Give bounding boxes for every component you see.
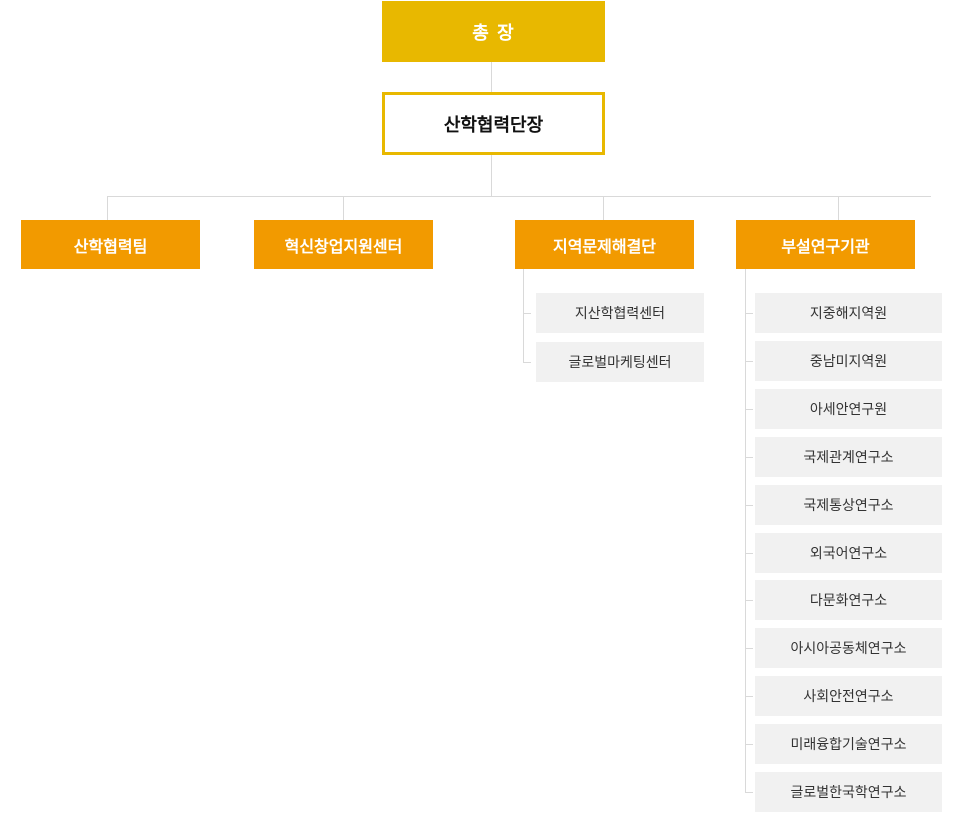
subunit-box: 아세안연구원 — [755, 388, 942, 429]
connector-dept-2 — [343, 196, 344, 220]
subunit-box: 외국어연구소 — [755, 532, 942, 573]
subunit-label: 국제통상연구소 — [803, 497, 894, 514]
subunit-connector — [745, 600, 753, 602]
subunit-connector — [745, 456, 753, 458]
department-box-industry-cooperation-team: 산학협력팀 — [21, 220, 200, 269]
department-label: 산학협력팀 — [73, 236, 148, 256]
subunit-connector — [745, 408, 753, 410]
subunit-box: 지중해지역원 — [755, 293, 942, 333]
subunit-connector — [745, 313, 753, 314]
subunit-box: 아시아공동체연구소 — [755, 628, 942, 669]
subunit-label: 다문화연구소 — [809, 593, 888, 610]
subunit-connector — [745, 792, 753, 793]
president-box: 총 장 — [382, 1, 605, 62]
subunit-connector — [745, 360, 753, 362]
subunit-label: 국제관계연구소 — [803, 449, 894, 466]
connector-dept-4 — [838, 196, 839, 220]
department-label: 지역문제해결단 — [552, 236, 657, 256]
subtree-line-3 — [523, 269, 524, 362]
connector-dept-3 — [603, 196, 604, 220]
department-box-regional-problem-solving: 지역문제해결단 — [515, 220, 694, 269]
subunit-connector — [745, 696, 753, 698]
subunit-box: 사회안전연구소 — [755, 676, 942, 717]
subunit-box: 지산학협력센터 — [536, 293, 704, 333]
connector-dept-1 — [107, 196, 108, 220]
subunit-box: 국제관계연구소 — [755, 436, 942, 477]
subunit-label: 아세안연구원 — [809, 401, 888, 418]
subunit-connector — [523, 313, 531, 314]
subunit-label: 미래융합기술연구소 — [790, 737, 907, 754]
subunit-box: 글로벌마케팅센터 — [536, 342, 704, 382]
subunit-connector — [745, 648, 753, 650]
subunit-label: 지중해지역원 — [809, 306, 888, 322]
subunit-label: 사회안전연구소 — [803, 689, 894, 706]
subunit-connector — [745, 504, 753, 506]
department-box-startup-center: 혁신창업지원센터 — [254, 220, 433, 269]
subunit-connector — [745, 552, 753, 554]
subunit-label: 아시아공동체연구소 — [790, 641, 907, 658]
department-label: 부설연구기관 — [781, 236, 870, 256]
subtree-line-4 — [745, 269, 746, 792]
subunit-connector — [745, 744, 753, 746]
subunit-connector — [523, 362, 531, 363]
department-box-research-institutes: 부설연구기관 — [736, 220, 915, 269]
subunit-box: 글로벌한국학연구소 — [755, 772, 942, 812]
president-label: 총 장 — [472, 22, 515, 44]
department-label: 혁신창업지원센터 — [284, 236, 403, 256]
subunit-box: 중남미지역원 — [755, 340, 942, 381]
subunit-label: 중남미지역원 — [809, 353, 888, 370]
horizontal-bus — [107, 196, 931, 197]
director-label: 산학협력단장 — [443, 114, 544, 136]
subunit-label: 글로벌한국학연구소 — [790, 785, 907, 801]
subunit-box: 국제통상연구소 — [755, 484, 942, 525]
subunit-label: 외국어연구소 — [809, 545, 888, 562]
director-box: 산학협력단장 — [382, 92, 605, 155]
subunit-box: 다문화연구소 — [755, 580, 942, 621]
subunit-label: 지산학협력센터 — [574, 306, 666, 322]
subunit-label: 글로벌마케팅센터 — [568, 355, 672, 371]
connector-president-director — [491, 62, 492, 92]
subunit-box: 미래융합기술연구소 — [755, 724, 942, 765]
connector-director-bus — [491, 155, 492, 196]
